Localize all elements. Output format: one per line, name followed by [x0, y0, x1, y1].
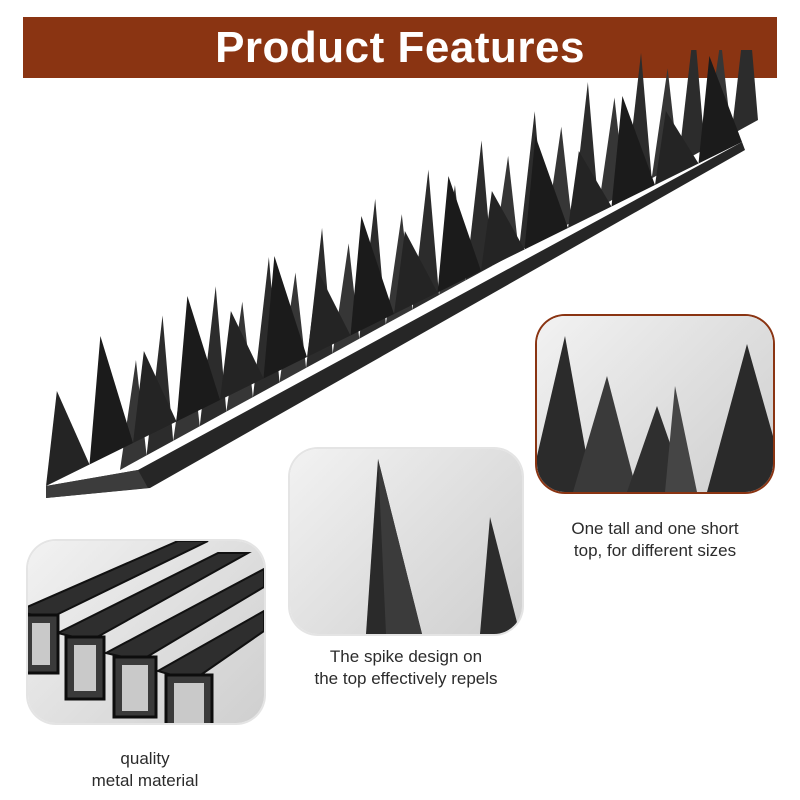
back-spike	[678, 50, 705, 164]
front-spike	[263, 256, 307, 379]
front-spike	[394, 231, 438, 314]
front-spike	[46, 391, 90, 486]
banner-title: Product Features	[215, 22, 585, 72]
front-spike	[655, 111, 699, 185]
front-spike-row	[46, 56, 742, 486]
front-spike	[220, 311, 264, 400]
front-spike	[437, 176, 481, 293]
front-spike	[524, 136, 568, 250]
tall-short-spike-closeup	[537, 316, 773, 492]
metal-material-closeup	[28, 541, 264, 723]
front-spike	[568, 151, 612, 228]
metal-material-caption: quality metal material	[91, 749, 199, 790]
front-spike	[89, 336, 133, 465]
front-spike	[350, 216, 394, 336]
front-spike	[133, 351, 177, 443]
spike-design-closeup	[290, 449, 522, 634]
title-banner: Product Features	[23, 17, 777, 78]
back-spike	[731, 50, 758, 135]
front-spike	[176, 296, 220, 422]
front-spike	[481, 191, 525, 271]
front-spike	[611, 96, 655, 207]
front-spike	[698, 56, 742, 164]
bird-spike-strip-image	[46, 50, 758, 498]
tall-short-caption: One tall and one short top, for differen…	[571, 519, 739, 560]
channel-end	[46, 470, 148, 498]
spike-design-caption: The spike design on the top effectively …	[314, 647, 498, 688]
front-spike	[307, 271, 351, 357]
